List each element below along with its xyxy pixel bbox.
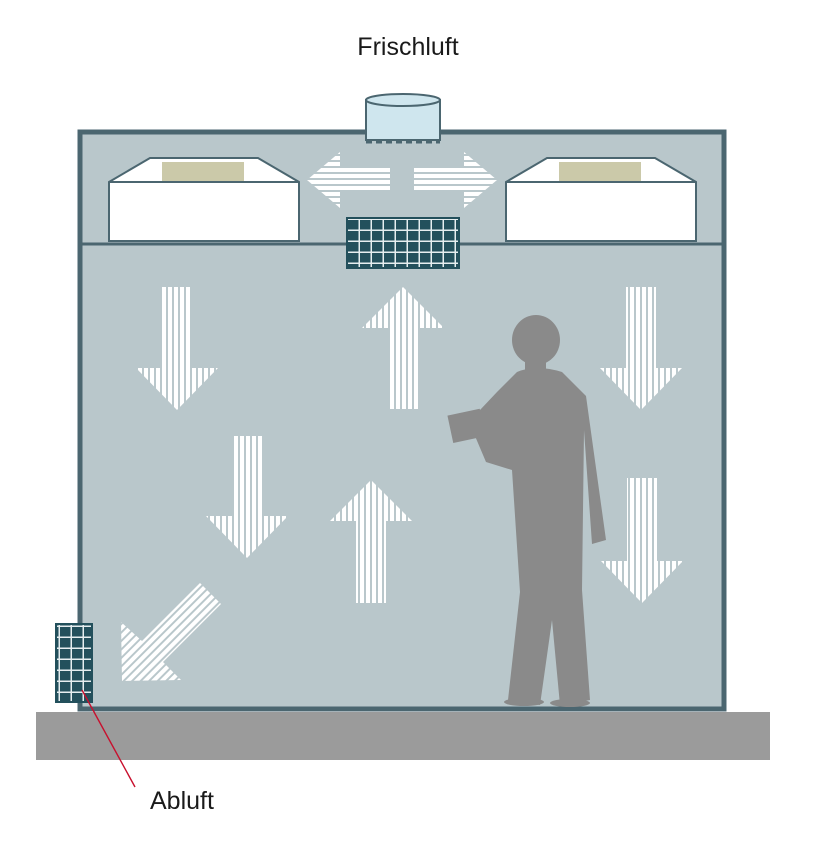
arrow-down-icon <box>206 436 288 558</box>
person-silhouette-icon <box>447 315 606 707</box>
floor-slab <box>36 712 770 760</box>
arrow-down-icon <box>136 287 218 410</box>
arrow-up-icon <box>330 480 412 603</box>
fresh-air-inlet-icon <box>365 93 441 144</box>
arrow-down-icon <box>601 478 683 603</box>
arrow-right-icon <box>414 152 497 208</box>
exhaust-pointer-line <box>81 689 136 788</box>
exhaust-air-label: Abluft <box>150 787 214 815</box>
fresh-air-label: Frischluft <box>357 33 459 61</box>
left-diffuser-icon <box>108 157 300 242</box>
supply-grille-icon <box>346 217 460 269</box>
arrow-diagonal-icon <box>121 583 221 681</box>
exhaust-grille-icon <box>55 623 93 703</box>
arrow-up-icon <box>362 287 444 409</box>
arrow-left-icon <box>307 152 390 208</box>
right-diffuser-icon <box>505 157 697 242</box>
arrow-down-icon <box>600 287 682 410</box>
